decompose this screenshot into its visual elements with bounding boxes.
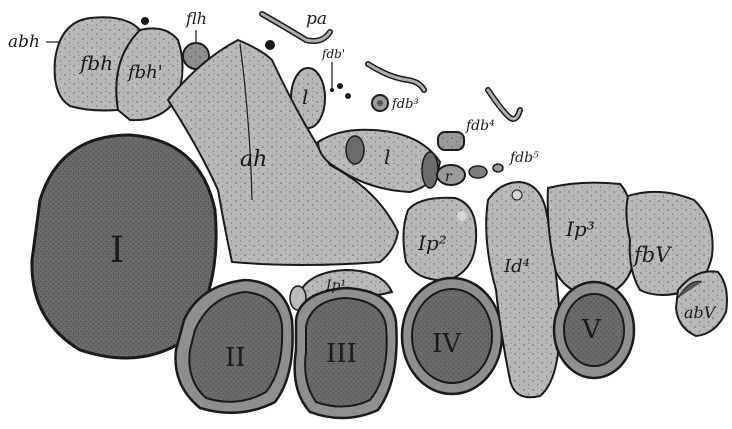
label-Ip1: Ip¹	[325, 278, 346, 294]
dot-marker	[265, 40, 275, 50]
label-Id4: Id⁴	[503, 256, 530, 277]
label-flh: flh	[185, 9, 207, 28]
label-Ip2: Ip²	[417, 231, 447, 255]
fdb5-tendon	[469, 166, 487, 178]
dot-marker	[345, 93, 351, 99]
label-V: V	[581, 315, 602, 345]
label-fdb4: fdb⁴	[465, 118, 495, 134]
label-abV: abV	[684, 303, 717, 322]
label-l-large: l	[384, 145, 390, 169]
label-fbV: fbV	[632, 243, 672, 267]
fdb3-tendon	[372, 95, 388, 111]
label-II: II	[225, 343, 246, 373]
label-IV: IV	[432, 329, 462, 359]
dot-marker	[141, 17, 149, 25]
label-ah: ah	[240, 147, 267, 172]
label-fbh: fbh	[78, 51, 113, 75]
label-fdb1: fdb'	[321, 47, 345, 61]
label-III: III	[326, 339, 357, 369]
label-Ip3: Ip³	[565, 217, 595, 241]
label-fdb5: fdb⁵	[509, 150, 539, 166]
label-fbh-prime: fbh'	[126, 62, 163, 83]
vessel-3	[488, 90, 520, 119]
label-l-small: l	[302, 85, 308, 109]
dot-marker	[337, 83, 343, 89]
label-fdb3: fdb³	[391, 97, 419, 112]
label-abh: abh	[8, 32, 40, 52]
label-I: I	[110, 230, 124, 271]
fdb4-tendon	[438, 132, 464, 150]
label-pa: pa	[306, 9, 327, 29]
